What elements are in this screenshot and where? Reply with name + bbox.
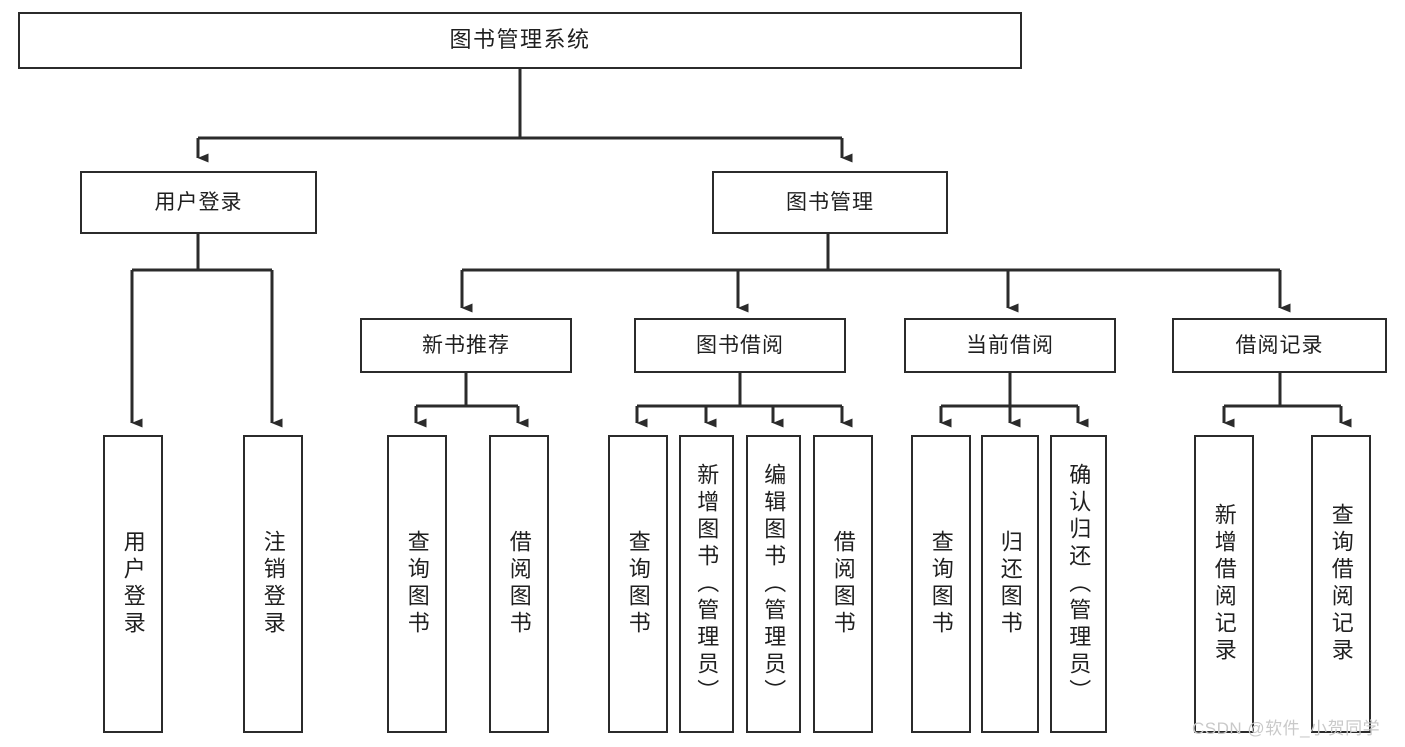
node-leaf-confirm-return-admin[interactable]: 确认归还（管理员） xyxy=(1050,435,1107,733)
node-leaf-query-borrow-record[interactable]: 查询借阅记录 xyxy=(1311,435,1371,733)
node-label: 用户登录 xyxy=(120,530,146,638)
node-label: 用户登录 xyxy=(154,190,243,214)
node-book-borrow[interactable]: 图书借阅 xyxy=(634,318,846,373)
node-label: 新书推荐 xyxy=(422,333,510,357)
node-label: 编辑图书（管理员） xyxy=(761,462,787,706)
node-label: 借阅图书 xyxy=(830,530,856,638)
node-label: 借阅记录 xyxy=(1235,333,1324,357)
node-borrow-record[interactable]: 借阅记录 xyxy=(1172,318,1387,373)
node-label: 借阅图书 xyxy=(506,530,532,638)
node-leaf-add-book-admin[interactable]: 新增图书（管理员） xyxy=(679,435,734,733)
node-label: 查询图书 xyxy=(404,530,430,638)
node-label: 图书借阅 xyxy=(696,333,784,357)
node-current-borrow[interactable]: 当前借阅 xyxy=(904,318,1116,373)
node-label: 归还图书 xyxy=(997,530,1023,638)
node-label: 注销登录 xyxy=(260,530,286,638)
node-label: 查询借阅记录 xyxy=(1328,503,1354,665)
node-label: 查询图书 xyxy=(625,530,651,638)
node-label: 查询图书 xyxy=(928,530,954,638)
node-label: 图书管理系统 xyxy=(449,27,591,53)
node-leaf-return-book[interactable]: 归还图书 xyxy=(981,435,1039,733)
node-label: 新增图书（管理员） xyxy=(694,462,720,706)
node-leaf-query-book-1[interactable]: 查询图书 xyxy=(387,435,447,733)
node-leaf-borrow-book-1[interactable]: 借阅图书 xyxy=(489,435,549,733)
node-book-manage[interactable]: 图书管理 xyxy=(712,171,948,234)
node-label: 图书管理 xyxy=(786,190,874,214)
node-label: 确认归还（管理员） xyxy=(1066,462,1092,706)
node-leaf-user-login[interactable]: 用户登录 xyxy=(103,435,163,733)
node-leaf-query-book-2[interactable]: 查询图书 xyxy=(608,435,668,733)
node-leaf-query-book-3[interactable]: 查询图书 xyxy=(911,435,971,733)
node-label: 新增借阅记录 xyxy=(1211,503,1237,665)
node-root-system[interactable]: 图书管理系统 xyxy=(18,12,1022,69)
node-label: 当前借阅 xyxy=(966,333,1054,357)
node-leaf-add-borrow-record[interactable]: 新增借阅记录 xyxy=(1194,435,1254,733)
node-leaf-logout[interactable]: 注销登录 xyxy=(243,435,303,733)
node-new-book-recommend[interactable]: 新书推荐 xyxy=(360,318,572,373)
node-user-login[interactable]: 用户登录 xyxy=(80,171,317,234)
node-leaf-edit-book-admin[interactable]: 编辑图书（管理员） xyxy=(746,435,801,733)
watermark-text: CSDN @软件_小贺同学 xyxy=(1192,719,1381,738)
node-leaf-borrow-book-2[interactable]: 借阅图书 xyxy=(813,435,873,733)
